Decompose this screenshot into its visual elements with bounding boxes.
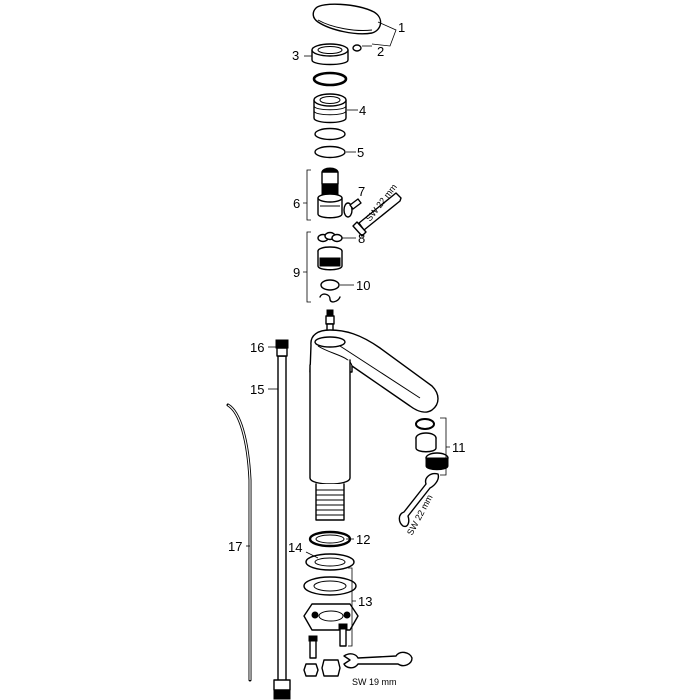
mixer-body	[309, 329, 439, 521]
part-o-ring-top	[312, 71, 348, 87]
part-threaded-sleeve	[313, 93, 347, 124]
callout-3: 3	[292, 48, 299, 63]
part-set-screw	[352, 44, 362, 52]
part-cap-ring	[311, 43, 349, 66]
part-valve-body	[317, 246, 343, 271]
hex-key-tool	[352, 192, 402, 237]
callout-8: 8	[358, 231, 365, 246]
callout-11: 11	[452, 440, 466, 455]
part-seals	[317, 231, 343, 243]
callout-7: 7	[358, 184, 365, 199]
callout-2: 2	[377, 44, 384, 59]
callout-14: 14	[288, 540, 302, 555]
part-handle-lever	[312, 3, 382, 35]
callout-labels: 1 2 3 4 5 6 7 8 9 10 11 12 13 14 15 16 1…	[228, 20, 466, 609]
callout-12: 12	[356, 532, 370, 547]
part-cartridge	[317, 167, 343, 219]
part-washer-12	[308, 530, 352, 548]
part-aerator-ring	[415, 418, 435, 430]
part-washer-13a	[303, 576, 357, 596]
part-ring-upper	[314, 127, 346, 141]
part-aerator-insert	[415, 432, 437, 453]
callout-4: 4	[359, 103, 366, 118]
part-screw	[343, 198, 362, 218]
tool-label-wrench-bottom: SW 19 mm	[352, 677, 397, 687]
part-gasket-14	[305, 553, 355, 571]
part-ring-10	[320, 279, 340, 291]
leader-lines	[246, 21, 450, 647]
callout-16: 16	[250, 340, 264, 355]
callout-1: 1	[398, 20, 405, 35]
callout-10: 10	[356, 278, 370, 293]
wrench-aerator-tool	[398, 472, 440, 528]
part-clip	[319, 293, 341, 303]
part-bolts	[308, 623, 348, 659]
callout-15: 15	[250, 382, 264, 397]
part-ring-lower	[314, 145, 346, 159]
callout-13: 13	[358, 594, 372, 609]
part-rod	[226, 403, 252, 682]
callout-9: 9	[293, 265, 300, 280]
wrench-bottom-tool	[343, 651, 413, 669]
part-nuts	[303, 659, 341, 677]
part-aerator-housing	[425, 452, 449, 471]
part-supply-hose	[273, 339, 291, 700]
callout-5: 5	[357, 145, 364, 160]
callout-17: 17	[228, 539, 242, 554]
callout-6: 6	[293, 196, 300, 211]
part-mounting-bracket	[303, 603, 359, 631]
